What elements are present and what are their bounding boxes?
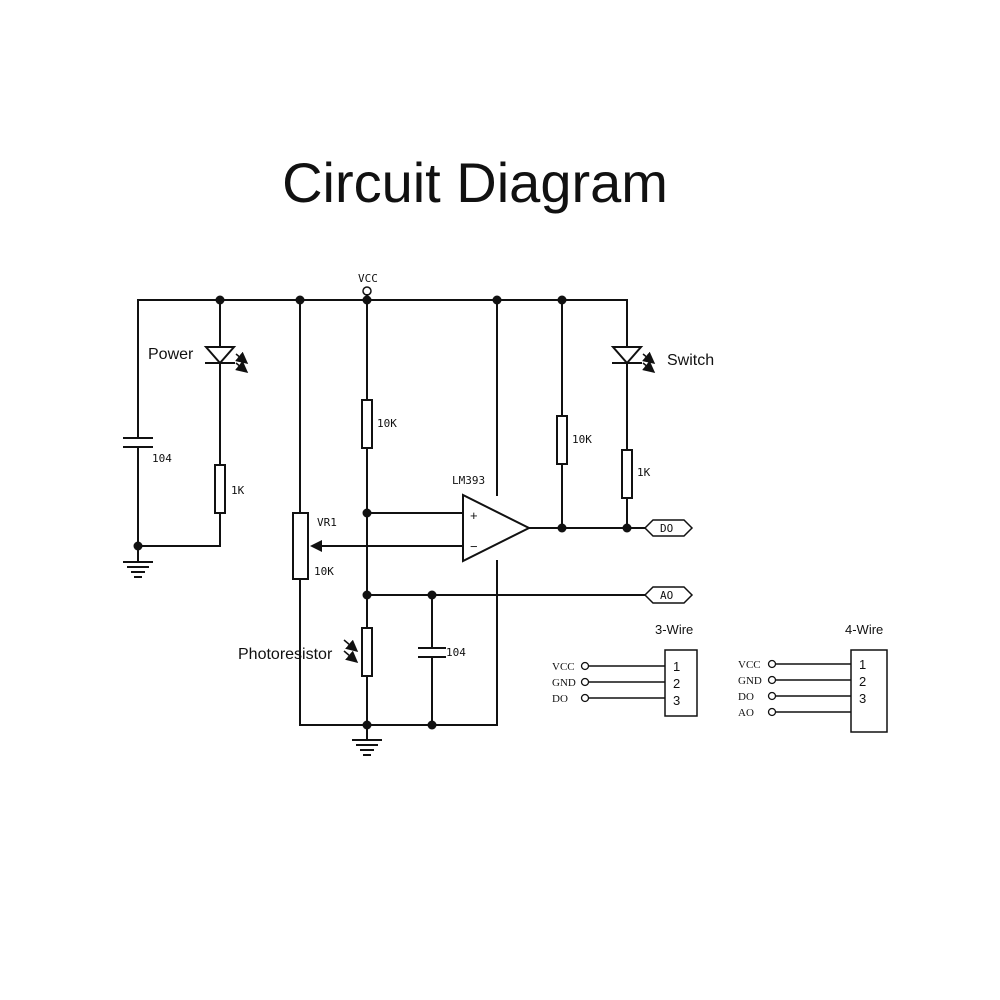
connector-3-wire-title: 3-Wire xyxy=(655,622,693,637)
resistor-1k-power-label: 1K xyxy=(231,484,245,497)
junction-dot xyxy=(362,508,372,518)
connector-4-wire-signal: DO xyxy=(738,691,754,703)
comparator-label: LM393 xyxy=(452,474,485,487)
resistor-10k-output-label: 10K xyxy=(572,433,592,446)
connector-4-wire-pin: 3 xyxy=(859,691,866,706)
ground-symbol-left xyxy=(123,545,153,578)
junction-dot xyxy=(133,541,143,551)
connector-3-wire-signal: DO xyxy=(552,693,568,705)
junction-dots xyxy=(133,295,632,730)
switch-led-icon xyxy=(610,299,656,451)
junction-dot xyxy=(427,590,437,600)
connector-3-wire-body xyxy=(664,649,698,717)
capacitor-104-center xyxy=(418,594,446,726)
connector-3-wire-signal: VCC xyxy=(552,661,575,673)
capacitor-104-center-label: 104 xyxy=(446,646,466,659)
capacitor-104-left xyxy=(123,299,153,547)
junction-dot xyxy=(557,523,567,533)
connector-4-wire-signal: AO xyxy=(738,707,754,719)
capacitor-104-left-label: 104 xyxy=(152,452,172,465)
comparator-plus-label: + xyxy=(470,508,478,523)
connector-3-wire-pin: 1 xyxy=(673,659,680,674)
resistor-10k-pullup xyxy=(361,299,373,629)
connector-4-wire-title: 4-Wire xyxy=(845,622,883,637)
comparator-lm393 xyxy=(462,299,532,726)
resistor-1k-switch-label: 1K xyxy=(637,466,651,479)
resistor-10k-pullup-label: 10K xyxy=(377,417,397,430)
vcc-terminal xyxy=(362,286,372,296)
connector-4-wire-pin: 2 xyxy=(859,674,866,689)
connector-4-wire-signal: VCC xyxy=(738,659,761,671)
resistor-10k-output xyxy=(556,299,568,529)
junction-dot xyxy=(295,295,305,305)
junction-dot xyxy=(215,295,225,305)
ao-port-tag xyxy=(643,586,694,604)
potentiometer-value-label: 10K xyxy=(314,565,334,578)
connector-3-wire-signal: GND xyxy=(552,677,576,689)
ao-port-label: AO xyxy=(660,589,673,602)
do-port-tag xyxy=(643,519,694,537)
connector-3-wire-pin: 2 xyxy=(673,676,680,691)
vcc-label: VCC xyxy=(358,272,378,285)
connector-4-wire-body xyxy=(850,649,888,733)
ground-symbol-bottom xyxy=(352,739,382,756)
resistor-1k-power xyxy=(214,464,226,547)
comparator-minus-label: − xyxy=(470,539,478,554)
connector-4-wire-signal: GND xyxy=(738,675,762,687)
switch-led-label: Switch xyxy=(667,352,714,369)
resistor-1k-switch xyxy=(621,449,633,529)
junction-dot xyxy=(557,295,567,305)
do-port-label: DO xyxy=(660,522,673,535)
junction-dot xyxy=(622,523,632,533)
page-title: Circuit Diagram xyxy=(282,151,668,214)
connector-4-wire-pin: 1 xyxy=(859,657,866,672)
junction-dot xyxy=(362,720,372,730)
potentiometer-vr1 xyxy=(292,299,464,726)
junction-dot xyxy=(427,720,437,730)
potentiometer-name-label: VR1 xyxy=(317,516,337,529)
junction-dot xyxy=(362,295,372,305)
junction-dot xyxy=(362,590,372,600)
power-led-icon xyxy=(203,299,249,466)
power-led-label: Power xyxy=(148,346,194,363)
connector-4-wire: 4-Wire VCC GND DO AO 1 2 3 xyxy=(738,622,888,733)
connector-3-wire: 3-Wire VCC GND DO 1 2 3 xyxy=(552,622,698,717)
connector-3-wire-pin: 3 xyxy=(673,693,680,708)
photoresistor-label: Photoresistor xyxy=(238,646,333,663)
junction-dot xyxy=(492,295,502,305)
